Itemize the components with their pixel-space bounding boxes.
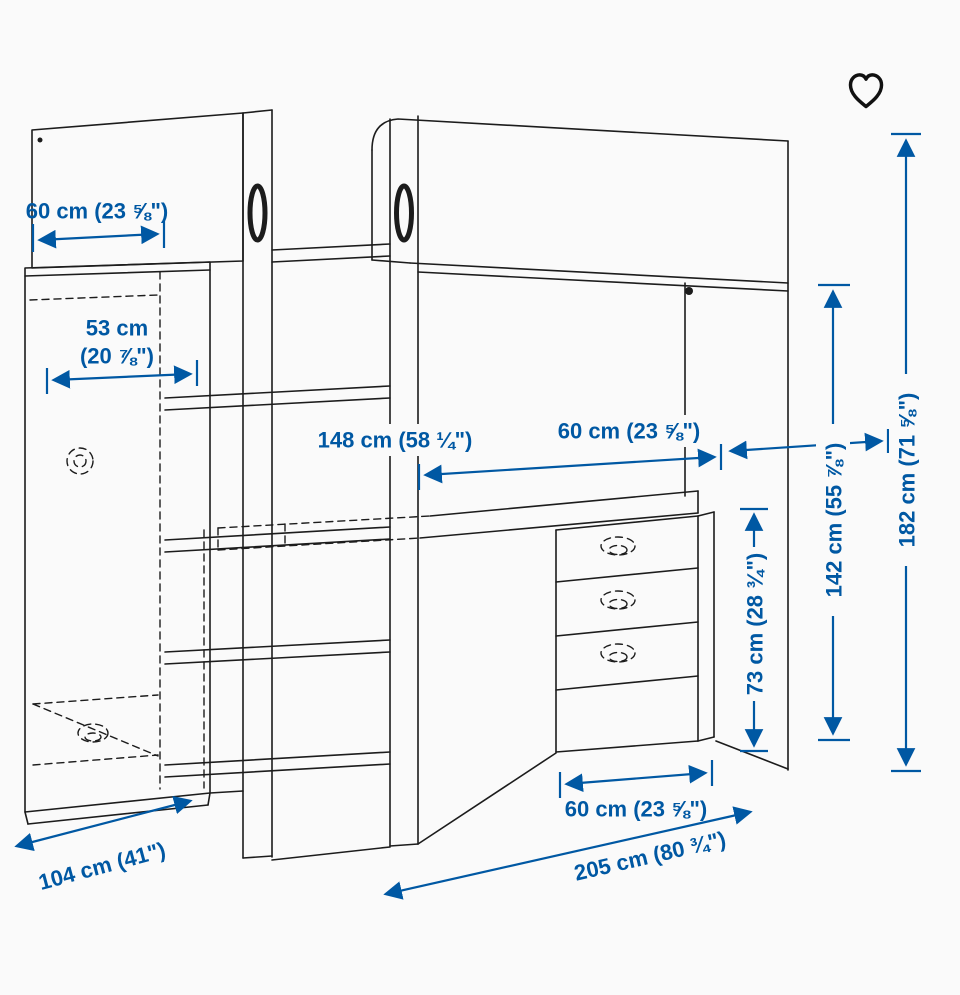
dim-total-height: 182 cm (71 ⅝") xyxy=(889,132,923,773)
dim-label: 148 cm (58 ¼") xyxy=(318,428,473,453)
dim-length: 205 cm (80 ¾") xyxy=(383,806,753,900)
dim-label: 142 cm (55 ⅞") xyxy=(822,443,847,598)
dim-label: 60 cm (23 ⅝") xyxy=(558,419,701,444)
dim-depth: 104 cm (41") xyxy=(14,795,193,895)
floor-edge xyxy=(271,846,391,861)
furniture-outline xyxy=(24,109,789,861)
dim-label: 182 cm (71 ⅝") xyxy=(895,393,920,548)
dim-label: 73 cm (28 ¾") xyxy=(743,553,768,696)
handle-cutout-icon xyxy=(247,183,268,243)
desk-hidden-edge xyxy=(217,515,431,529)
dim-label: (20 ⅞") xyxy=(80,344,154,369)
dim-interior-width: 53 cm (20 ⅞") xyxy=(45,316,199,394)
dim-label: 60 cm (23 ⅝") xyxy=(26,199,169,224)
dim-desk-width: 148 cm (58 ¼") xyxy=(296,424,723,490)
dim-desk-height: 73 cm (28 ¾") xyxy=(737,507,771,753)
floor-edge xyxy=(417,752,557,845)
clothes-rail xyxy=(29,294,159,301)
knob xyxy=(685,287,693,295)
desk-top xyxy=(419,490,699,539)
dim-label: 104 cm (41") xyxy=(36,837,168,895)
ladder-right-rail xyxy=(389,115,419,847)
hidden-detail-lines xyxy=(29,271,636,790)
dim-under-bed-height: 142 cm (55 ⅞") xyxy=(816,283,850,742)
dim-label: 60 cm (23 ⅝") xyxy=(565,797,708,822)
drawer-handle-hidden xyxy=(600,536,636,556)
head-panel-knob xyxy=(37,137,43,143)
ladder-rungs-and-shelves xyxy=(164,243,391,778)
dim-label: 53 cm xyxy=(86,316,148,341)
drawer-handle-hidden xyxy=(77,723,109,743)
bed-head-panel xyxy=(31,112,244,269)
drawer-handle-hidden xyxy=(600,643,636,663)
door-knob-hidden xyxy=(66,447,94,475)
dim-wardrobe-width: 60 cm (23 ⅝") xyxy=(26,199,169,252)
heart-icon xyxy=(848,73,884,109)
upper-bunk-panel xyxy=(371,118,789,292)
dimension-annotations: 60 cm (23 ⅝") 53 cm (20 ⅞") 148 cm (58 ¼… xyxy=(14,132,923,900)
front-left-post xyxy=(242,109,273,859)
wishlist-button[interactable] xyxy=(843,68,895,120)
dim-bed-depth-top: 60 cm (23 ⅝") xyxy=(543,415,890,460)
drawer-handle-hidden xyxy=(600,590,636,610)
handle-cutout-icon xyxy=(394,183,414,243)
dim-chest-width: 60 cm (23 ⅝") xyxy=(558,760,714,822)
drawer-chest xyxy=(555,511,715,753)
